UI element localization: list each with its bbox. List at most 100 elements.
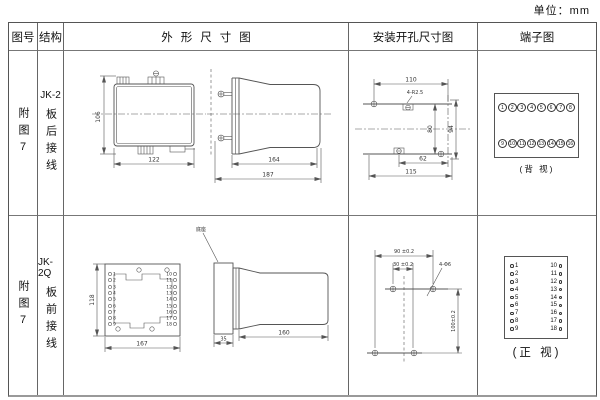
terminal-entry: 12 [550,279,562,285]
terminal-circle: 1 [498,103,507,112]
terminal-entry: 1 [510,263,518,269]
jk2-width-dim: 122 [148,157,160,164]
terminal-col-left: 1 2 3 4 5 6 7 8 9 [510,263,518,332]
row2-terminal-cell: 1 2 3 4 5 6 7 8 9 10 11 12 13 14 15 16 1… [478,216,596,395]
terminal-dot-icon [558,303,562,308]
header-outline: 外形尺寸图 [64,23,349,51]
row2-mounting-cell: 90 ±0.2 30 ±0.2 4-Φ6 100±0.2 [349,216,478,395]
jk2-height-dim: 106 [95,111,102,123]
terminal-entry: 17 [550,318,562,324]
terminal-dot-icon [510,311,514,315]
terminal-dot-icon [558,295,562,300]
terminal-dot-icon [558,287,562,292]
terminal-circle: 16 [565,139,575,148]
jk2-total-depth-dim: 187 [262,172,274,179]
terminal-entry: 15 [550,302,562,308]
terminal-entry: 9 [510,326,518,332]
svg-text:1: 1 [113,272,116,278]
svg-text:13: 13 [166,291,172,297]
terminal-entry: 14 [550,295,562,301]
terminal-circle: 6 [546,103,556,112]
svg-text:15: 15 [166,304,172,310]
terminal-circle: 15 [556,139,566,148]
svg-text:11: 11 [166,278,172,284]
row1-mounting-cell: 110 4-R2.5 80 94 62 115 [349,51,478,216]
jk2-outline-drawing: 106 122 [92,69,332,183]
row2-outline-cell: 1 2 3 4 5 6 7 8 9 10 11 12 13 14 15 16 1… [64,216,349,395]
jk2q-left-terminal-column: 1 2 3 4 5 6 7 8 9 [108,272,116,328]
terminal-dot-icon [510,287,514,292]
terminal-circle: 10 [507,139,517,148]
terminal-circle: 4 [527,103,537,112]
terminal-dot-icon [510,319,514,323]
jk2q-hole-span-dim: 90 ±0.2 [394,249,414,255]
jk2-hole-span-dim: 110 [405,77,417,84]
terminal-box-back-view: 1 2 3 4 5 6 7 8 9 10 11 12 13 14 15 16 [494,93,579,158]
row2-figure-label: 附图7 [17,279,29,332]
svg-text:18: 18 [166,322,172,328]
terminal-row-top: 1 2 3 4 5 6 7 8 [498,103,575,112]
jk2q-right-terminal-column: 10 11 12 13 14 15 16 17 18 [166,272,177,328]
back-view-caption: (背 视) [519,164,555,174]
terminal-col-right: 10 11 12 13 14 15 16 17 18 [550,263,562,332]
jk2q-mounting-drawing: 90 ±0.2 30 ±0.2 4-Φ6 100±0.2 [367,249,462,363]
row2-figure-cell: 附图7 [9,216,38,395]
row1-terminal-cell: 1 2 3 4 5 6 7 8 9 10 11 12 13 14 15 16 (… [478,51,596,216]
jk2-hole-note: 4-R2.5 [407,90,423,96]
jk2q-height-dim: 118 [89,294,96,306]
terminal-dot-icon [510,264,514,268]
row1-figure-cell: 附图7 [9,51,38,216]
terminal-entry: 6 [510,302,518,308]
jk2q-base-label: 底座 [196,226,206,233]
terminal-circle: 8 [565,103,575,112]
jk2-body-depth-dim: 164 [268,157,280,164]
svg-text:16: 16 [166,310,172,316]
terminal-entry: 8 [510,318,518,324]
header-structure: 结构 [38,23,64,51]
svg-text:8: 8 [113,316,116,322]
terminal-dot-icon [558,319,562,323]
terminal-circle: 9 [498,139,507,148]
row1-outline-cell: 106 122 [64,51,349,216]
jk2q-vertical-span-dim: 100±0.2 [451,310,457,332]
terminal-entry: 16 [550,310,562,316]
row1-structure-cell: JK-2 板后接线 [38,51,64,216]
jk2q-width-dim: 167 [136,341,148,348]
terminal-dot-icon [510,295,514,300]
terminal-circle: 11 [517,139,527,148]
svg-text:9: 9 [113,322,116,328]
jk2-inner-height-dim: 80 [427,125,434,133]
terminal-entry: 11 [551,271,562,277]
terminal-dot-icon [558,327,562,331]
svg-text:10: 10 [166,272,172,278]
row1-wiring-label: 板后接线 [44,108,57,176]
row1-model-label: JK-2 [40,90,61,101]
svg-text:3: 3 [113,285,116,291]
jk2-outer-width-dim: 115 [405,169,417,176]
svg-text:7: 7 [113,310,116,316]
row2-wiring-label: 板前接线 [44,286,57,354]
jk2-outer-height-dim: 94 [448,125,455,133]
terminal-dot-icon [510,303,514,308]
spec-table: 图号 结构 外形尺寸图 安装开孔尺寸图 端子图 附图7 JK-2 板后接线 10… [8,22,597,397]
terminal-circle: 7 [556,103,566,112]
terminal-dot-icon [510,280,514,284]
terminal-entry: 4 [510,287,518,293]
jk2q-body-depth-dim: 160 [278,330,290,337]
terminal-entry: 5 [510,295,518,301]
svg-text:12: 12 [166,285,172,291]
svg-text:6: 6 [113,304,116,310]
terminal-circle: 5 [536,103,546,112]
terminal-dot-icon [558,311,562,315]
terminal-entry: 13 [550,287,562,293]
header-figure: 图号 [9,23,38,51]
svg-text:5: 5 [113,297,116,303]
terminal-dot-icon [558,272,562,276]
svg-text:4: 4 [113,291,116,297]
front-view-caption: (正 视) [512,347,562,359]
jk2-mounting-drawing: 110 4-R2.5 80 94 62 115 [355,77,472,180]
terminal-entry: 3 [510,279,518,285]
jk2q-outline-drawing: 1 2 3 4 5 6 7 8 9 10 11 12 13 14 15 16 1… [89,226,329,352]
svg-text:14: 14 [166,297,172,303]
terminal-dot-icon [510,327,514,331]
